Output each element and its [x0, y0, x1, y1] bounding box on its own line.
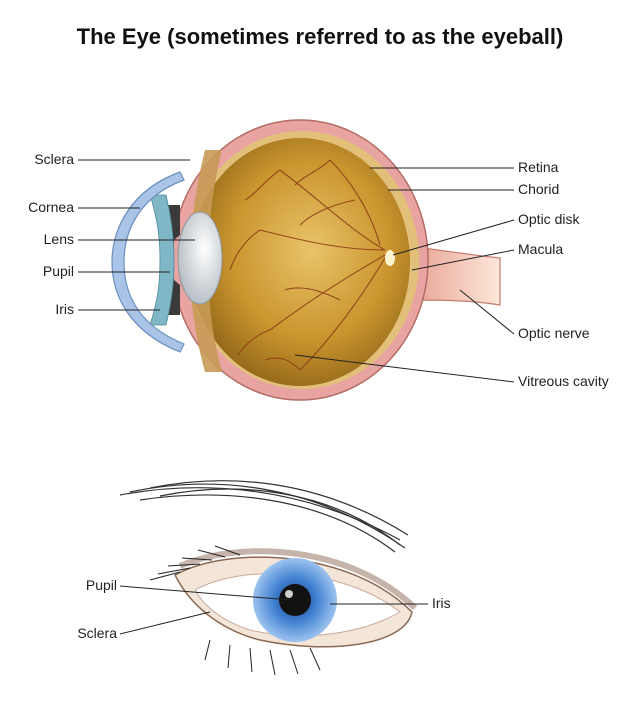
leader-macula [411, 249, 515, 271]
eyeball-cross-section [111, 119, 501, 401]
leader-front-pupil [119, 585, 291, 601]
label-optic-disk: Optic disk [518, 211, 580, 227]
eyebrow [119, 480, 409, 553]
labels-cross-right: Retina Chorid Optic disk Macula Optic ne… [294, 159, 609, 389]
leader-optic-nerve [459, 289, 515, 335]
label-vitreous-cavity: Vitreous cavity [518, 373, 609, 389]
label-front-pupil: Pupil [86, 577, 117, 593]
label-macula: Macula [518, 241, 563, 257]
optic-disk-spot [385, 250, 395, 266]
eye-front-view [119, 480, 418, 676]
label-iris: Iris [55, 301, 74, 317]
label-lens: Lens [44, 231, 74, 247]
label-cornea: Cornea [28, 199, 74, 215]
vitreous-shape [190, 138, 410, 386]
upper-lid-crease [178, 548, 418, 611]
label-front-sclera: Sclera [77, 625, 117, 641]
front-pupil-shape [279, 584, 311, 616]
label-optic-nerve: Optic nerve [518, 325, 590, 341]
retinal-vessels [229, 159, 386, 371]
label-sclera: Sclera [34, 151, 74, 167]
labels-front: Pupil Sclera Iris [77, 577, 450, 641]
leader-vitreous-cavity [294, 354, 515, 383]
label-retina: Retina [518, 159, 559, 175]
leader-front-sclera [119, 611, 211, 635]
iris-color-shape [149, 194, 175, 326]
diagram-title: The Eye (sometimes referred to as the ey… [76, 24, 564, 49]
label-chorid: Chorid [518, 181, 559, 197]
label-pupil: Pupil [43, 263, 74, 279]
cornea-shape [111, 171, 185, 353]
lens-shape [177, 211, 223, 305]
label-front-iris: Iris [432, 595, 451, 611]
leader-optic-disk [392, 219, 515, 256]
eyelashes [149, 545, 321, 676]
labels-cross-left: Sclera Cornea Lens Pupil Iris [28, 151, 195, 317]
pupil-highlight [285, 590, 293, 598]
